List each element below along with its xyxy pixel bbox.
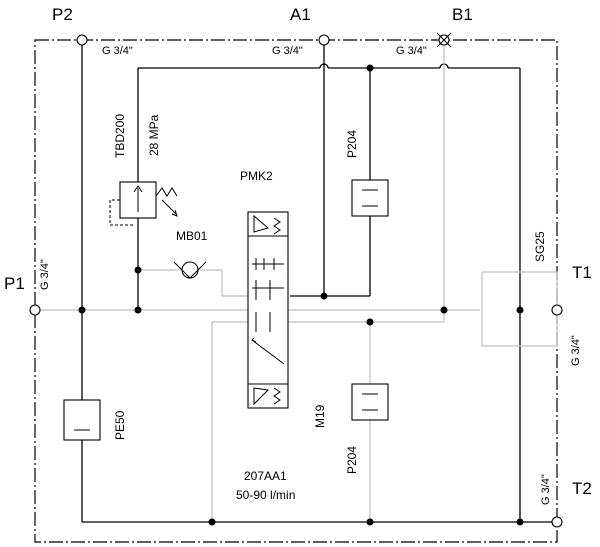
main-valve-spring-top (273, 217, 281, 235)
check-valve-seat (173, 261, 207, 279)
thread-t2: G 3/4" (540, 474, 552, 505)
label-relief-pressure: 28 MPa (147, 114, 161, 156)
thread-b1: G 3/4" (396, 45, 427, 57)
relief-spring (155, 187, 178, 197)
filter-body (63, 399, 101, 441)
label-module-top: P204 (345, 130, 359, 158)
spool-arrow (251, 339, 285, 365)
label-solenoid: M19 (313, 404, 327, 428)
junction-top-rail (366, 64, 374, 72)
junction-check (134, 266, 142, 274)
junction-return-2 (366, 518, 374, 526)
label-p1: P1 (4, 274, 25, 293)
module-bottom-body (351, 383, 389, 421)
label-t1: T1 (572, 263, 592, 282)
port-a1 (318, 34, 330, 46)
junction-relief-main (134, 306, 142, 314)
label-b1: B1 (452, 5, 473, 24)
label-flow: 50-90 l/min (236, 488, 295, 502)
label-t2: T2 (572, 479, 592, 498)
label-a1: A1 (290, 5, 311, 24)
module-top-body (351, 179, 389, 217)
check-valve-ball (181, 261, 199, 279)
relief-adjust-arrow (161, 199, 177, 215)
main-valve-top-control (253, 214, 270, 233)
junction-p2-main (78, 306, 86, 314)
relief-valve-arrowhead (133, 185, 143, 193)
relief-adjust-arrowhead (171, 209, 178, 217)
junction-a1 (320, 292, 328, 300)
thread-p2: G 3/4" (102, 45, 133, 57)
port-p2 (76, 34, 88, 46)
label-main-valve: PMK2 (240, 169, 273, 183)
port-t1 (551, 304, 563, 316)
junction-b1-module (366, 318, 374, 326)
label-check-valve: MB01 (176, 229, 208, 243)
main-valve-bottom-control (253, 387, 270, 406)
junction-return-3 (516, 518, 524, 526)
label-assembly: 207AA1 (244, 469, 287, 483)
label-filter: PE50 (113, 410, 127, 440)
relief-pilot-line (109, 199, 135, 226)
thread-a1: G 3/4" (272, 45, 303, 57)
junction-b1-main (440, 306, 448, 314)
label-right-block: SG25 (533, 231, 547, 262)
spool-arrowhead (251, 337, 257, 343)
label-p2: P2 (52, 5, 73, 24)
junction-return-1 (208, 518, 216, 526)
main-valve-spring-bottom (273, 387, 281, 405)
thread-t1: G 3/4" (570, 335, 582, 366)
junction-t1 (516, 306, 524, 314)
label-relief-valve: TBD200 (113, 114, 127, 158)
label-module-bottom: P204 (345, 446, 359, 474)
port-b1-plug-2 (436, 32, 452, 48)
thread-p1: G 3/4" (39, 259, 51, 290)
port-t2 (551, 516, 563, 528)
port-p1 (29, 304, 41, 316)
main-valve-body (247, 211, 289, 409)
